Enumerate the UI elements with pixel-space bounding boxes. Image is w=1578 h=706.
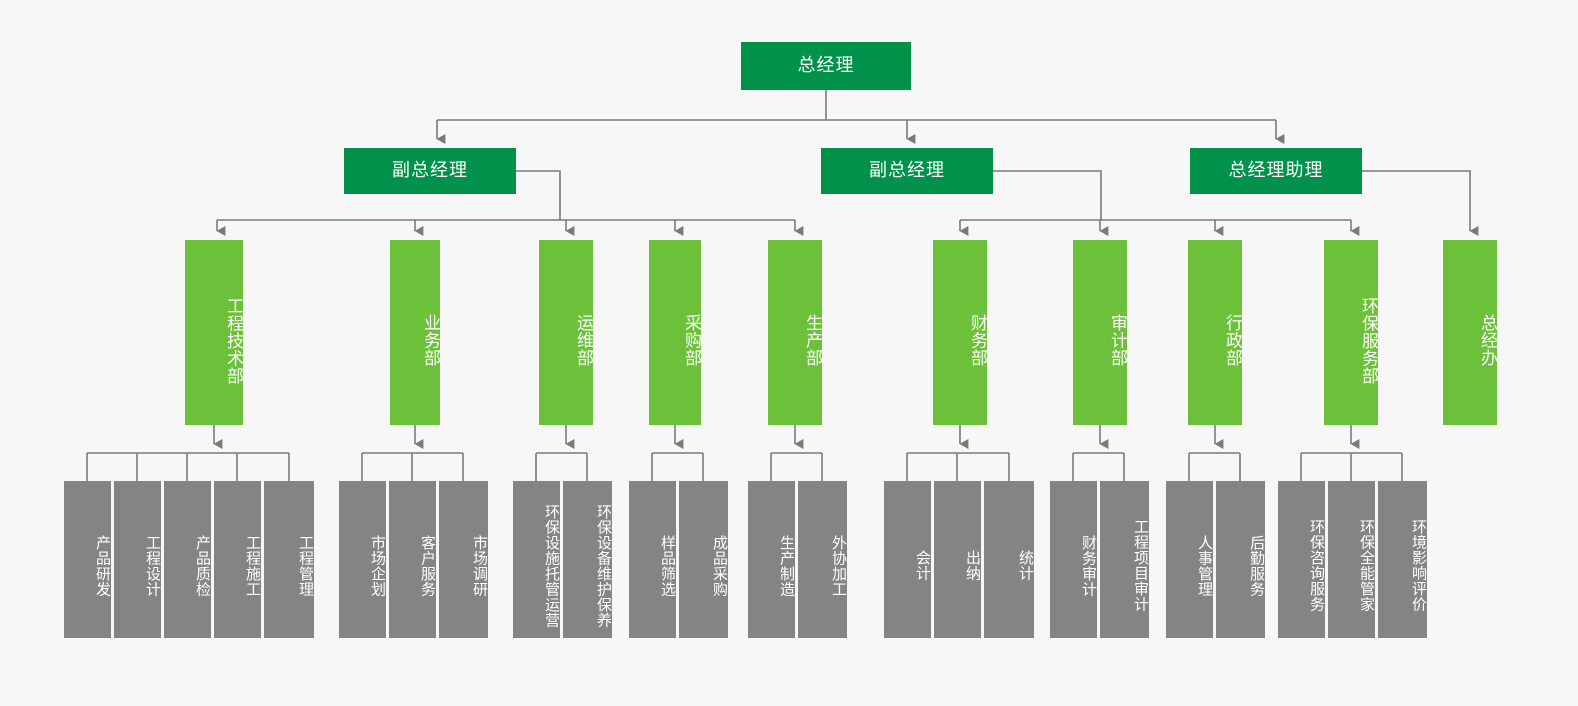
node-label: 客户服务 — [419, 534, 436, 597]
link-vp1-bus — [516, 170, 561, 220]
node-label: 副总经理 — [392, 160, 468, 181]
node-label: 市场企划 — [369, 534, 386, 597]
node-product-rnd[interactable]: 产品研发 — [64, 481, 111, 638]
node-engineering-technology-dept[interactable]: 工程技术部 — [185, 240, 243, 425]
node-label: 环保全能管家 — [1358, 519, 1375, 612]
node-label: 工程项目审计 — [1132, 519, 1149, 612]
node-env-all-round-butler[interactable]: 环保全能管家 — [1328, 481, 1375, 638]
node-label: 会计 — [914, 550, 931, 581]
node-market-planning[interactable]: 市场企划 — [339, 481, 386, 638]
node-env-equipment-maintenance[interactable]: 环保设备维护保养 — [563, 481, 612, 638]
node-label: 市场调研 — [471, 534, 488, 597]
node-general-manager-assistant[interactable]: 总经理助理 — [1190, 148, 1362, 194]
node-label: 统计 — [1017, 550, 1034, 581]
node-statistics[interactable]: 统计 — [984, 481, 1034, 638]
node-label: 审计部 — [1108, 314, 1127, 367]
node-general-manager[interactable]: 总经理 — [741, 42, 911, 90]
node-manufacturing[interactable]: 生产制造 — [748, 481, 795, 638]
node-market-research[interactable]: 市场调研 — [439, 481, 488, 638]
node-sample-screening[interactable]: 样品筛选 — [629, 481, 676, 638]
node-human-resources[interactable]: 人事管理 — [1166, 481, 1213, 638]
node-label: 产品研发 — [94, 534, 111, 597]
node-label: 人事管理 — [1196, 534, 1213, 597]
node-env-consulting-service[interactable]: 环保咨询服务 — [1278, 481, 1325, 638]
node-cashier[interactable]: 出纳 — [934, 481, 981, 638]
node-customer-service[interactable]: 客户服务 — [389, 481, 436, 638]
node-engineering-design[interactable]: 工程设计 — [114, 481, 161, 638]
node-label: 工程技术部 — [224, 296, 243, 385]
node-label: 财务审计 — [1080, 534, 1097, 597]
node-procurement-dept[interactable]: 采购部 — [649, 240, 701, 425]
node-product-quality-inspection[interactable]: 产品质检 — [164, 481, 211, 638]
node-label: 环保设施托管运营 — [543, 503, 560, 628]
node-label: 生产部 — [803, 314, 822, 367]
node-label: 生产制造 — [778, 534, 795, 597]
node-label: 总经理 — [797, 55, 855, 76]
node-outsourced-processing[interactable]: 外协加工 — [798, 481, 847, 638]
node-finished-product-purchase[interactable]: 成品采购 — [679, 481, 728, 638]
node-label: 后勤服务 — [1248, 534, 1265, 597]
node-vice-general-manager-2[interactable]: 副总经理 — [821, 148, 993, 194]
node-label: 环保咨询服务 — [1308, 519, 1325, 612]
node-engineering-project-audit[interactable]: 工程项目审计 — [1100, 481, 1149, 638]
link-assistant-gmoffice — [1362, 170, 1479, 236]
node-label: 工程设计 — [144, 534, 161, 597]
node-label: 行政部 — [1223, 314, 1242, 367]
node-env-facility-trusteeship-operation[interactable]: 环保设施托管运营 — [513, 481, 560, 638]
node-label: 环保设备维护保养 — [595, 503, 612, 628]
node-label: 产品质检 — [194, 534, 211, 597]
node-label: 运维部 — [574, 314, 593, 367]
node-engineering-construction[interactable]: 工程施工 — [214, 481, 261, 638]
node-administration-dept[interactable]: 行政部 — [1188, 240, 1242, 425]
node-financial-audit[interactable]: 财务审计 — [1050, 481, 1097, 638]
node-label: 环境影响评价 — [1410, 519, 1427, 612]
node-label: 工程施工 — [244, 534, 261, 597]
node-business-dept[interactable]: 业务部 — [390, 240, 440, 425]
node-label: 环保服务部 — [1359, 296, 1378, 385]
node-label: 总经办 — [1478, 314, 1497, 367]
node-environmental-service-dept[interactable]: 环保服务部 — [1324, 240, 1378, 425]
node-label: 财务部 — [968, 314, 987, 367]
node-label: 采购部 — [682, 314, 701, 367]
node-label: 出纳 — [964, 550, 981, 581]
node-logistics-service[interactable]: 后勤服务 — [1216, 481, 1265, 638]
node-label: 样品筛选 — [659, 534, 676, 597]
node-vice-general-manager-1[interactable]: 副总经理 — [344, 148, 516, 194]
node-accounting[interactable]: 会计 — [884, 481, 931, 638]
node-engineering-management[interactable]: 工程管理 — [264, 481, 314, 638]
node-label: 成品采购 — [711, 534, 728, 597]
node-label: 总经理助理 — [1228, 160, 1324, 181]
node-environmental-impact-assessment[interactable]: 环境影响评价 — [1378, 481, 1427, 638]
link-vp2-bus — [993, 170, 1102, 220]
node-production-dept[interactable]: 生产部 — [768, 240, 822, 425]
node-label: 外协加工 — [830, 534, 847, 597]
node-operations-maintenance-dept[interactable]: 运维部 — [539, 240, 593, 425]
node-label: 工程管理 — [297, 534, 314, 597]
node-audit-dept[interactable]: 审计部 — [1073, 240, 1127, 425]
node-finance-dept[interactable]: 财务部 — [933, 240, 987, 425]
node-label: 副总经理 — [869, 160, 945, 181]
node-label: 业务部 — [421, 314, 440, 367]
node-general-manager-office[interactable]: 总经办 — [1443, 240, 1497, 425]
